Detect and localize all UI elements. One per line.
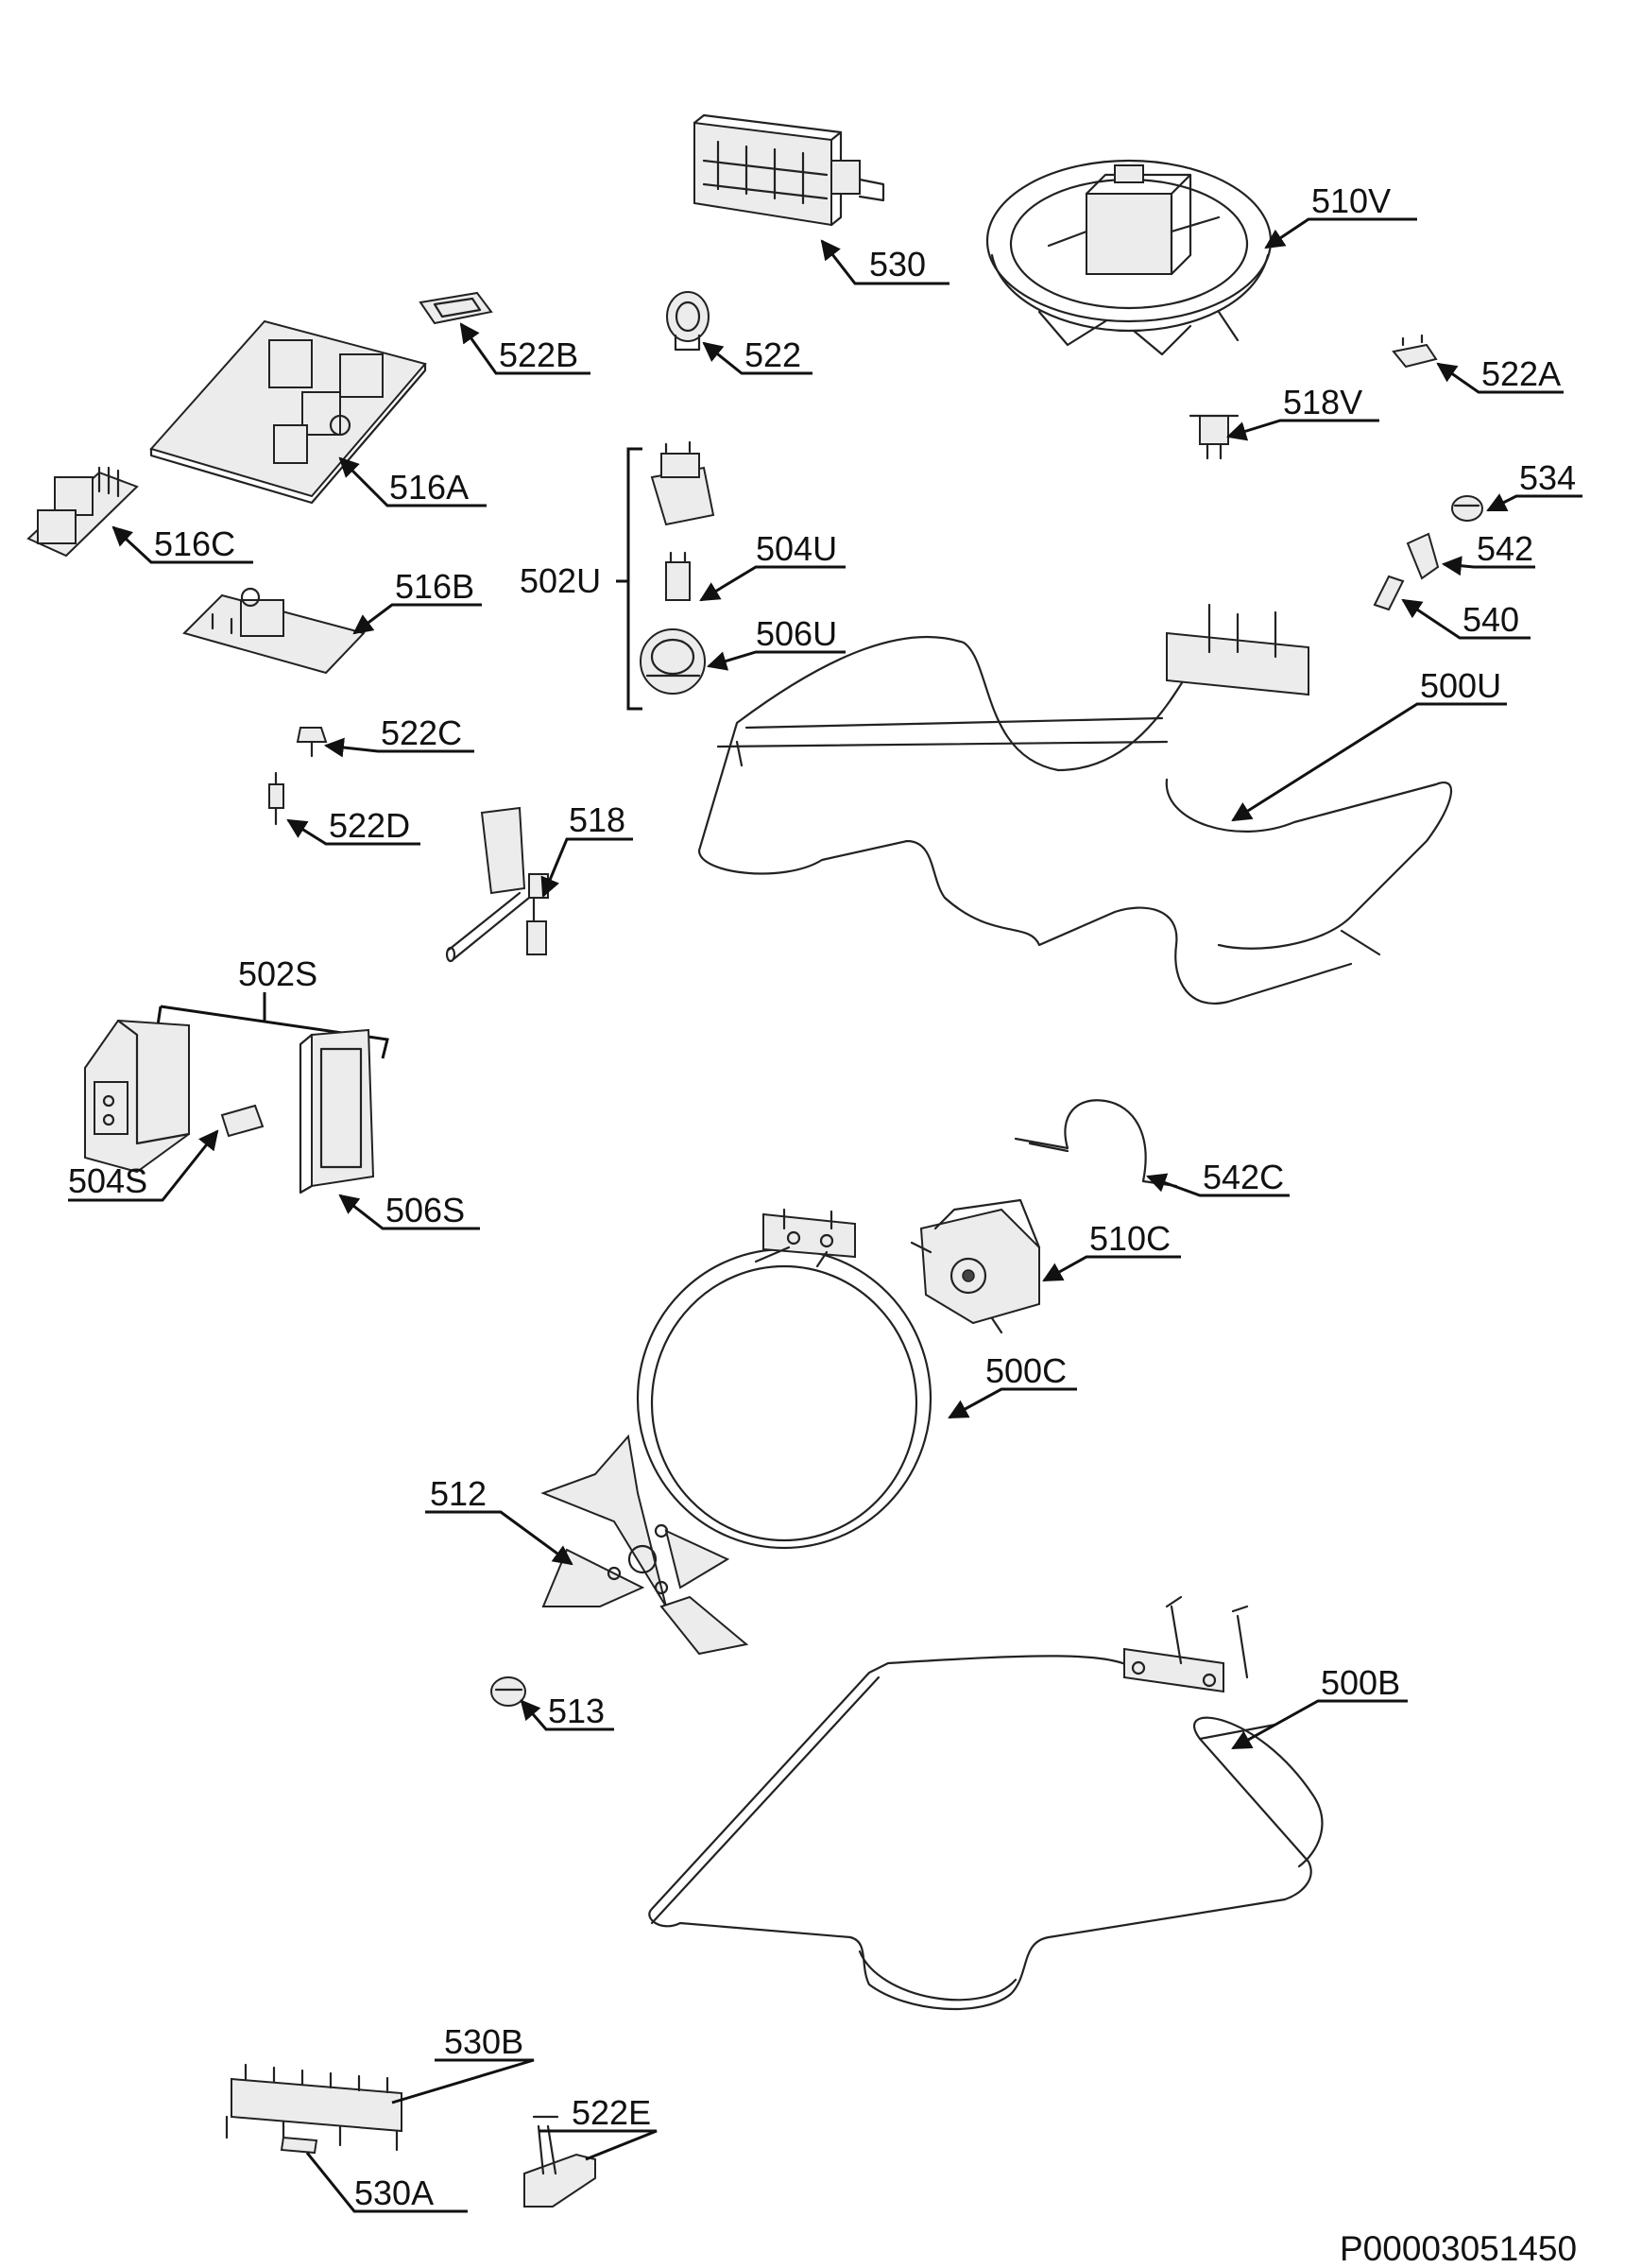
part-510V-fan-motor	[985, 159, 1273, 356]
label-522B: 522B	[499, 335, 578, 374]
part-522E-connector	[523, 2115, 596, 2208]
label-522E: 522E	[572, 2093, 651, 2132]
part-518-sensor	[445, 806, 549, 963]
part-510C-motor	[910, 1198, 1041, 1334]
part-516B-pcb	[182, 587, 366, 675]
label-540: 540	[1462, 600, 1519, 639]
label-530B: 530B	[444, 2022, 523, 2061]
part-534-cap	[1451, 495, 1483, 522]
label-510C: 510C	[1089, 1219, 1171, 1258]
label-500C: 500C	[985, 1351, 1067, 1390]
label-506S: 506S	[385, 1191, 465, 1229]
part-512-fan-blade	[540, 1434, 749, 1656]
part-500B-bottom-element	[648, 1595, 1324, 2011]
part-516A-pcb	[149, 319, 427, 505]
part-522A-clip	[1392, 334, 1438, 369]
part-504S-switch	[220, 1104, 265, 1138]
part-506S-panel	[299, 1028, 375, 1194]
part-522C-plug	[296, 727, 328, 758]
label-534: 534	[1519, 458, 1576, 497]
part-518V-sensor	[1189, 414, 1240, 460]
part-506U-lamp	[640, 628, 706, 695]
part-522D-connector	[268, 771, 284, 826]
label-502U: 502U	[520, 561, 601, 600]
part-502S-housing	[84, 1019, 191, 1174]
label-516C: 516C	[154, 524, 235, 563]
label-522D: 522D	[329, 806, 410, 845]
part-502U-bracket	[616, 447, 642, 711]
label-522: 522	[744, 335, 801, 374]
label-530A: 530A	[354, 2174, 434, 2212]
label-516B: 516B	[395, 567, 474, 606]
leader-lines	[68, 217, 1582, 2213]
label-500B: 500B	[1321, 1663, 1400, 1702]
label-500U: 500U	[1420, 666, 1501, 705]
part-500U-top-element	[697, 603, 1453, 1005]
label-542C: 542C	[1203, 1158, 1284, 1196]
label-504S: 504S	[68, 1161, 147, 1200]
label-518V: 518V	[1283, 383, 1362, 421]
label-504U: 504U	[756, 529, 837, 568]
label-506U: 506U	[756, 614, 837, 653]
label-522A: 522A	[1481, 354, 1561, 393]
label-513: 513	[548, 1692, 605, 1730]
part-542C-wire-clip	[1014, 1099, 1178, 1188]
label-522C: 522C	[381, 713, 462, 752]
label-530: 530	[869, 245, 926, 284]
part-530-terminal-block	[693, 113, 885, 227]
part-530A-strip	[280, 2136, 318, 2155]
part-502S-bracket	[156, 992, 389, 1059]
part-522-round-clip	[666, 291, 710, 352]
part-542-knob	[1406, 532, 1440, 580]
part-530B-terminal-strip	[225, 2063, 402, 2152]
part-513-nut	[490, 1676, 526, 1707]
part-516C-pcb	[26, 466, 139, 558]
label-512: 512	[430, 1474, 487, 1513]
label-518: 518	[569, 800, 625, 839]
label-510V: 510V	[1311, 181, 1391, 220]
part-labels: 530 510V 522B 522 522A 518V 516A 516C 53…	[68, 181, 1576, 2212]
part-540-insert	[1373, 575, 1405, 611]
label-542: 542	[1477, 529, 1533, 568]
label-516A: 516A	[389, 468, 469, 507]
part-500C-circular-element	[636, 1208, 932, 1550]
drawing-code: P00003051450	[1340, 2229, 1577, 2268]
part-504U-switch	[650, 440, 715, 601]
label-502S: 502S	[238, 954, 317, 993]
part-522B-clip	[419, 291, 493, 325]
